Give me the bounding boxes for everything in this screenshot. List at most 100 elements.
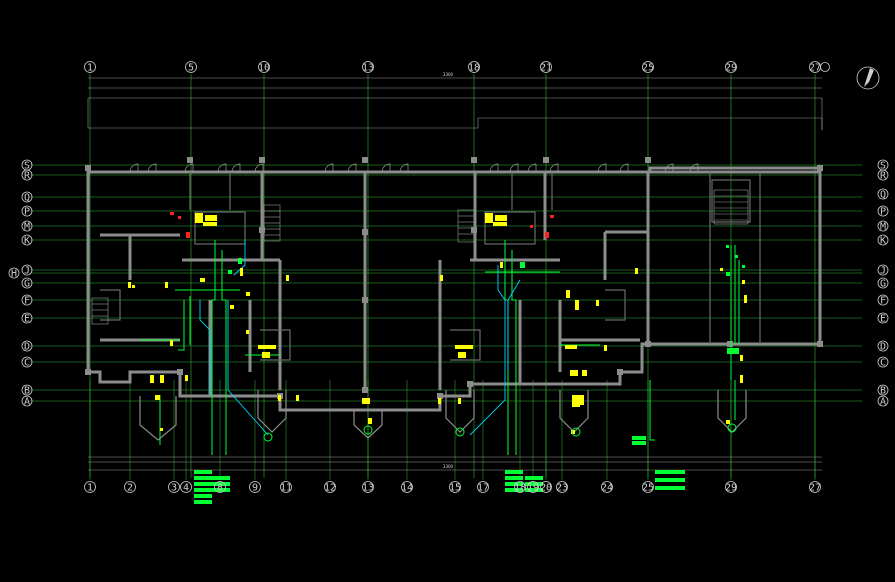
column xyxy=(645,341,651,347)
axis-label: R xyxy=(880,171,887,182)
axis-bubble: D xyxy=(21,340,33,353)
axis-label: 25 xyxy=(642,63,654,74)
axis-label: S xyxy=(880,161,886,172)
equipment-marker xyxy=(368,418,372,424)
equipment-marker xyxy=(278,395,281,401)
axis-label: Q xyxy=(24,193,30,204)
axis-bubble: E xyxy=(21,312,33,325)
fixture-marker xyxy=(571,427,581,437)
axis-label: J xyxy=(880,266,886,277)
axis-label: 19 xyxy=(527,483,539,494)
equipment-marker xyxy=(580,395,584,405)
equipment-marker xyxy=(726,420,730,424)
equipment-marker xyxy=(200,278,205,282)
axis-bubble: 15 xyxy=(449,481,461,494)
walls-thin xyxy=(100,172,761,361)
equipment-marker xyxy=(185,375,188,381)
axis-bubble: G xyxy=(21,277,33,290)
walls xyxy=(86,166,822,412)
fixture-marker xyxy=(263,432,273,442)
equipment-marker xyxy=(458,352,466,358)
equipment-marker xyxy=(150,375,154,383)
axis-label: C xyxy=(24,358,30,369)
axis-label: B xyxy=(880,386,886,397)
axis-bubble: 18 xyxy=(468,61,480,74)
equipment-marker xyxy=(740,375,743,383)
column xyxy=(85,165,91,171)
axis-label: 1 xyxy=(87,483,93,494)
axis-label: M xyxy=(880,222,886,233)
axis-bubble: K xyxy=(21,234,33,247)
axis-label: 18 xyxy=(514,483,526,494)
axis-label: 13 xyxy=(362,63,374,74)
axis-label: 5 xyxy=(188,63,194,74)
axis-bubble: P xyxy=(877,205,889,218)
dimension-lines xyxy=(87,77,823,471)
axis-bubble: M xyxy=(877,220,889,233)
column xyxy=(259,227,265,233)
overall-dimension-top: 3300 xyxy=(443,72,454,77)
axis-bubble: R xyxy=(877,169,889,182)
axis-label: S xyxy=(24,161,30,172)
axis-label: P xyxy=(24,207,30,218)
axis-label: P xyxy=(880,207,886,218)
axis-label: 3 xyxy=(171,483,177,494)
equipment-marker xyxy=(186,232,190,238)
axis-label: H xyxy=(11,269,17,280)
equipment-marker xyxy=(565,345,577,349)
axis-bubble: 14 xyxy=(401,481,413,494)
axis-label: F xyxy=(24,296,30,307)
axis-bubble: 9 xyxy=(249,481,261,494)
equipment-marker xyxy=(744,295,747,303)
axis-label: 11 xyxy=(280,483,292,494)
column xyxy=(85,369,91,375)
equipment-markers xyxy=(128,212,747,442)
equipment-marker xyxy=(740,355,743,361)
column xyxy=(177,369,183,375)
axis-label: 27 xyxy=(809,63,821,74)
axis-label: 15 xyxy=(449,483,461,494)
equipment-marker xyxy=(455,345,473,349)
axis-bubble: R xyxy=(21,169,33,182)
equipment-marker xyxy=(160,428,163,431)
equipment-marker xyxy=(262,352,270,358)
equipment-marker xyxy=(258,345,276,349)
axis-label: 10 xyxy=(258,63,270,74)
column xyxy=(727,341,733,347)
equipment-marker xyxy=(570,370,578,376)
axis-label: 8 xyxy=(217,483,223,494)
axis-bubble: F xyxy=(877,294,889,307)
axis-label: B xyxy=(24,386,30,397)
column xyxy=(617,369,623,375)
axis-label: 1 xyxy=(87,63,93,74)
axis-bubble: 21 xyxy=(540,61,552,74)
axis-bubble: 11 xyxy=(280,481,292,494)
axis-label: F xyxy=(880,296,886,307)
axis-label: 18 xyxy=(468,63,480,74)
axis-bubble: E xyxy=(877,312,889,325)
axis-label: A xyxy=(24,397,30,408)
axis-label: A xyxy=(880,397,886,408)
equipment-marker xyxy=(596,300,599,306)
axis-label: D xyxy=(880,342,886,353)
axis-bubble: 24 xyxy=(601,481,613,494)
axis-bubble: 2 xyxy=(124,481,136,494)
equipment-marker xyxy=(550,215,554,218)
equipment-marker xyxy=(485,213,493,223)
axis-bubble: M xyxy=(21,220,33,233)
axis-bubble: 29 xyxy=(725,481,737,494)
equipment-marker xyxy=(195,213,203,223)
equipment-marker xyxy=(735,255,738,258)
axis-bubble: A xyxy=(21,395,33,408)
column xyxy=(817,165,823,171)
equipment-marker xyxy=(493,222,507,226)
axis-bubble: G xyxy=(877,277,889,290)
equipment-marker xyxy=(160,375,164,383)
overall-dimension-bottom: 3300 xyxy=(443,464,454,469)
equipment-marker xyxy=(362,398,370,404)
axis-bubble: 12 xyxy=(324,481,336,494)
column xyxy=(259,157,265,163)
axis-label: C xyxy=(880,358,886,369)
